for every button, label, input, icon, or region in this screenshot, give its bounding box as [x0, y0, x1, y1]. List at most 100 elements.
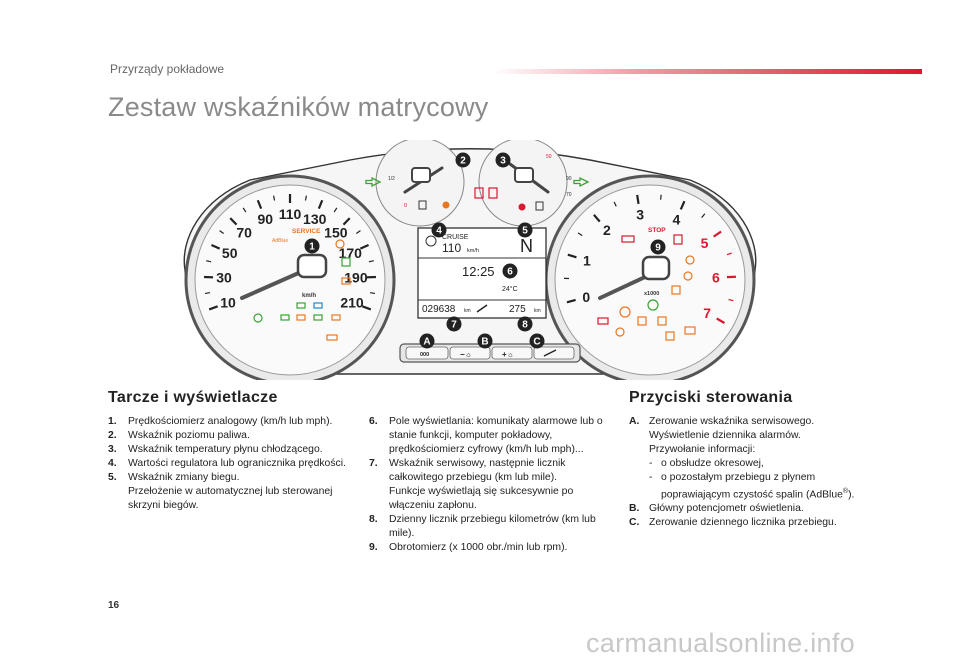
- display-speed-unit: km/h: [467, 248, 479, 254]
- tachometer-tick: [567, 253, 577, 259]
- list-item: 7.Wskaźnik serwisowy, następnie licznik …: [369, 458, 574, 511]
- display-gear: N: [520, 236, 533, 256]
- speedometer-tick: [359, 244, 370, 250]
- display-outside-temp: 24°C: [502, 285, 518, 293]
- hazard-icon-2: [488, 187, 498, 199]
- speedometer-tick: [273, 195, 276, 201]
- list-item: 6.Pole wyświetlania: komunikaty alarmowe…: [369, 416, 603, 455]
- list-item: C.Zerowanie dziennego licznika przebiegu…: [629, 517, 837, 529]
- tachometer-tick-label: 7: [703, 305, 711, 321]
- button-a-label: 000: [420, 352, 429, 358]
- display-trip: 275: [509, 304, 526, 315]
- lights-icon: [313, 314, 323, 321]
- speedometer-tick-label: 210: [340, 295, 364, 311]
- callout-marker-label: 4: [436, 226, 442, 237]
- tachometer-tick: [713, 230, 722, 238]
- battery-icon: [597, 317, 609, 325]
- display-trip-unit: km: [534, 308, 541, 314]
- low-fuel-icon: [615, 327, 625, 337]
- callout-marker-label: 9: [655, 243, 661, 254]
- speedometer-tick: [256, 199, 263, 210]
- display-cruise-label: CRUISE: [442, 234, 469, 241]
- list-item: 2.Wskaźnik poziomu paliwa.: [108, 430, 250, 441]
- tachometer-tick: [679, 200, 686, 210]
- speedometer-tick-label: 130: [303, 211, 327, 227]
- diesel-filter-icon: [657, 316, 667, 326]
- fog-front-icon: [280, 314, 290, 321]
- cruise-speedometer-icon: [425, 235, 437, 247]
- list-item: 9.Obrotomierz (x 1000 obr./min lub rpm).: [369, 542, 568, 553]
- speedometer-ticks: [204, 194, 376, 311]
- tachometer-tick-label: 2: [603, 222, 611, 238]
- callout-marker-label: 6: [507, 267, 513, 278]
- coolant-icon: [683, 271, 693, 281]
- tachometer-tick: [577, 232, 583, 237]
- callout-marker-label: 7: [451, 320, 457, 331]
- callout-marker: [477, 333, 493, 349]
- callout-marker: [455, 152, 471, 168]
- tachometer-tick-label: 0: [582, 289, 590, 305]
- display-time: 12:25: [462, 264, 495, 279]
- callout-marker-label: 8: [522, 320, 528, 331]
- section-label: Przyrządy pokładowe: [110, 62, 225, 76]
- callout-marker: [650, 239, 666, 255]
- callout-marker: [517, 316, 533, 332]
- auto-stop-icon: [647, 299, 659, 311]
- glow-plug-icon: [326, 334, 338, 341]
- list-item: 1.Prędkościomierz analogowy (km/h lub mp…: [108, 416, 333, 427]
- speedometer-tick: [304, 195, 307, 201]
- tachometer-unit: x1000: [644, 291, 659, 297]
- warning-icon: [335, 239, 345, 249]
- service-wrench-icon: [665, 331, 675, 341]
- speedometer-tick-label: 10: [220, 295, 236, 311]
- speedometer-tick: [206, 260, 212, 263]
- speedometer-tick: [204, 292, 211, 295]
- callout-marker-label: A: [423, 337, 430, 348]
- headlight-icon: [296, 302, 306, 309]
- speedometer-tick: [368, 260, 374, 263]
- tachometer-tick: [636, 194, 640, 205]
- speedometer-tick-label: 50: [222, 245, 238, 261]
- speedometer-tick: [369, 292, 376, 295]
- speedometer-tick: [361, 305, 372, 311]
- button-b-minus: [449, 346, 491, 360]
- list-item: 4.Wartości regulatora lub ogranicznika p…: [108, 458, 346, 469]
- display-odometer-unit: km: [464, 308, 471, 314]
- button-b-minus-label: −☼: [460, 350, 472, 359]
- speedometer-unit: km/h: [302, 293, 316, 299]
- watermark: carmanualsonline.info: [586, 628, 855, 658]
- temperature-gauge-hub: [514, 167, 534, 183]
- speedometer-tick-label: 150: [324, 225, 348, 241]
- callout-marker: [495, 152, 511, 168]
- callout-marker: [304, 238, 320, 254]
- list-item: A. Zerowanie wskaźnika serwisowego. Wyśw…: [629, 416, 855, 501]
- speedometer-tick-label: 110: [279, 206, 302, 222]
- speedometer-tick: [317, 199, 324, 210]
- stop-label: STOP: [648, 227, 666, 234]
- speedometer-tick: [229, 217, 238, 226]
- oil-icon: [621, 235, 635, 243]
- speedometer-tick-label: 90: [257, 211, 273, 227]
- callout-marker-label: B: [481, 337, 488, 348]
- speedometer-tick-label: 30: [216, 270, 232, 286]
- tachometer-ticks: [564, 194, 736, 324]
- page-number: 16: [108, 600, 120, 611]
- tachometer-tick: [726, 252, 732, 256]
- controls-list: A. Zerowanie wskaźnika serwisowego. Wyśw…: [629, 415, 869, 530]
- hazard-icon-1: [474, 187, 484, 199]
- coolant-lamp: [518, 203, 526, 211]
- page-title: Zestaw wskaźników matrycowy: [108, 92, 489, 122]
- temperature-mid-label: 90: [566, 176, 572, 182]
- engine-icon: [685, 255, 695, 265]
- speedometer-tick: [356, 230, 361, 235]
- display-cruise-speed: 110: [442, 241, 461, 255]
- tachometer-tick: [593, 214, 601, 223]
- high-beam-icon: [313, 302, 323, 309]
- tachometer-tick: [701, 213, 706, 219]
- central-display: [417, 227, 547, 319]
- temperature-high-label: 70: [566, 192, 572, 198]
- abs-icon: [619, 306, 631, 318]
